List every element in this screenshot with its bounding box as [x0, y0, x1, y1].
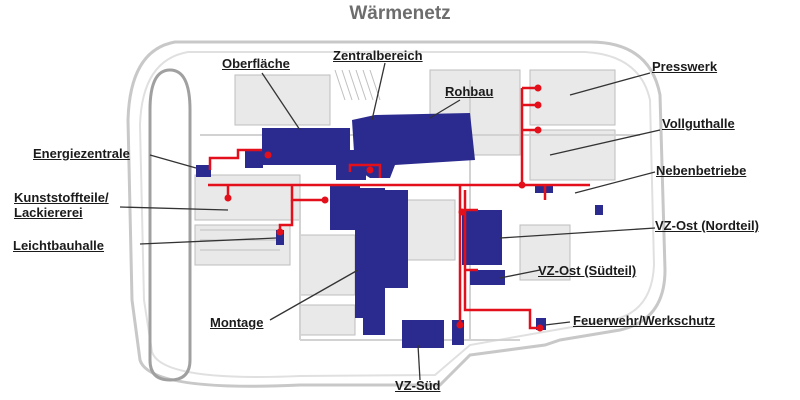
label-kunststoffteile-line2: Lackiererei: [14, 205, 83, 220]
building-feuerwehr: [536, 318, 546, 330]
label-vz-ost-sued: VZ-Ost (Südteil): [538, 263, 637, 278]
label-kunststoffteile: Kunststoffteile/ Lackiererei: [14, 190, 109, 220]
label-leichtbauhalle: Leichtbauhalle: [13, 238, 105, 253]
label-energiezentrale: Energiezentrale: [33, 146, 130, 161]
label-feuerwehr: Feuerwehr/Werkschutz: [573, 313, 716, 328]
ground-areas: [194, 69, 616, 336]
building-leichtbauhalle: [276, 230, 284, 245]
perimeter-road: [126, 40, 667, 388]
label-kunststoffteile-line1: Kunststoffteile/: [14, 190, 109, 205]
label-presswerk: Presswerk: [652, 59, 718, 74]
building-rohbau: [352, 113, 475, 178]
building-vz-ost-nord: [462, 210, 502, 265]
buildings: [196, 113, 603, 348]
label-oberflaeche: Oberfläche: [222, 56, 290, 71]
label-vz-sued: VZ-Süd: [395, 378, 441, 393]
label-rohbau: Rohbau: [445, 84, 494, 99]
test-track-loop: [148, 68, 192, 382]
label-zentralbereich: Zentralbereich: [333, 48, 423, 63]
label-vz-ost-nord: VZ-Ost (Nordteil): [655, 218, 759, 233]
building-vz-ost-sued: [470, 270, 505, 285]
heat-network-nodes: [224, 84, 544, 332]
label-leader-lines: [119, 62, 661, 381]
building-oberflaeche: [262, 128, 350, 165]
label-nebenbetriebe: Nebenbetriebe: [656, 163, 747, 178]
map-title: Wärmenetz: [349, 3, 451, 24]
building-vz-sued: [402, 320, 444, 348]
label-montage: Montage: [210, 315, 264, 330]
building-energiezentrale: [196, 165, 211, 177]
label-vollguthalle: Vollguthalle: [662, 116, 735, 131]
